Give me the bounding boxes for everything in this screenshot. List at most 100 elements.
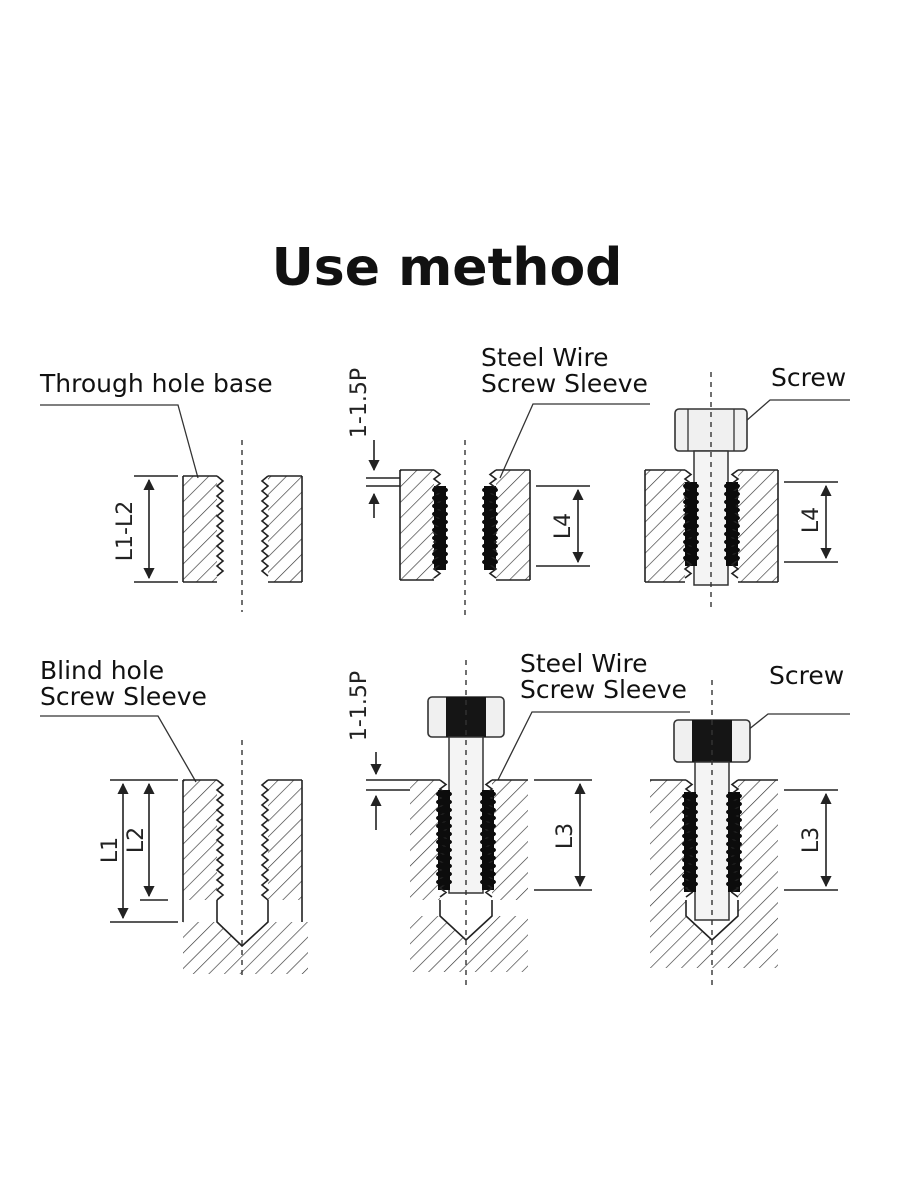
coil-turn xyxy=(432,558,448,566)
leader-line xyxy=(40,404,199,479)
coil-turn xyxy=(682,840,698,848)
coil-turn xyxy=(480,790,496,798)
coil-turn xyxy=(480,846,496,854)
panel-through-sleeve: Steel Wire Screw Sleeve 1-1.5P L4 xyxy=(347,343,650,615)
label-through-hole-base: Through hole base xyxy=(39,369,273,398)
wall-left xyxy=(410,780,440,900)
coil-turn xyxy=(726,832,742,840)
coil-turn xyxy=(482,526,498,534)
coil-turn xyxy=(436,870,452,878)
wall-left xyxy=(400,470,434,580)
coil-turn xyxy=(683,482,699,490)
coil-turn xyxy=(436,846,452,854)
coil-turn xyxy=(724,482,740,490)
coil-turn xyxy=(436,822,452,830)
coil-turn xyxy=(682,856,698,864)
coil-turn xyxy=(480,878,496,886)
wall-right xyxy=(268,780,302,900)
coil-turn xyxy=(683,498,699,506)
coil-turn xyxy=(480,806,496,814)
wall-right xyxy=(496,470,530,580)
coil-turn xyxy=(724,506,740,514)
coil-turn xyxy=(724,498,740,506)
wall-right xyxy=(268,476,302,582)
dimension-l3: L3 xyxy=(799,827,824,853)
dimension-l4: L4 xyxy=(551,513,576,539)
coil-turn xyxy=(726,816,742,824)
coil-turn xyxy=(726,864,742,872)
coil-turn xyxy=(436,854,452,862)
coil-turn xyxy=(482,542,498,550)
coil-turn xyxy=(436,806,452,814)
page-title: Use method xyxy=(272,238,623,298)
thread-profile xyxy=(215,475,225,577)
coil-turn xyxy=(480,870,496,878)
dimension-l3: L3 xyxy=(553,823,578,849)
coil-turn xyxy=(436,814,452,822)
coil-turn xyxy=(436,798,452,806)
coil-turn xyxy=(482,518,498,526)
coil-turn xyxy=(432,526,448,534)
dimension-l4: L4 xyxy=(799,507,824,533)
coil-turn xyxy=(726,856,742,864)
coil-turn xyxy=(726,848,742,856)
coil-turn xyxy=(682,800,698,808)
coil-turn xyxy=(482,486,498,494)
dimension-l1: L1 xyxy=(98,837,123,863)
coil-turn xyxy=(432,510,448,518)
coil-turn xyxy=(432,502,448,510)
blind-bottom xyxy=(410,916,528,972)
coil-turn xyxy=(482,502,498,510)
panel-blind-screw: Screw L3 xyxy=(650,661,850,985)
panel-through-hole-base: Through hole base L1-L2 xyxy=(39,369,303,612)
wall-right xyxy=(738,780,778,916)
coil-turn xyxy=(683,514,699,522)
panel-blind-sleeve: Steel Wire Screw Sleeve 1-1.5P L3 xyxy=(347,649,690,985)
coil-turn xyxy=(683,530,699,538)
coil-turn xyxy=(480,854,496,862)
coil-turn xyxy=(724,554,740,562)
coil-turn xyxy=(432,518,448,526)
label-screw-sleeve-3: Screw Sleeve xyxy=(520,675,687,704)
coil-turn xyxy=(724,530,740,538)
wall-left xyxy=(645,470,685,582)
coil-turn xyxy=(724,522,740,530)
coil-turn xyxy=(432,494,448,502)
coil-turn xyxy=(682,832,698,840)
coil-turn xyxy=(436,838,452,846)
panel-through-screw: Screw L4 xyxy=(644,363,850,612)
coil-turn xyxy=(682,816,698,824)
coil-turn xyxy=(683,506,699,514)
coil-turn xyxy=(724,538,740,546)
wall-left xyxy=(183,780,217,900)
label-steel-wire-2: Steel Wire xyxy=(520,649,648,678)
coil-turn xyxy=(480,862,496,870)
coil-turn xyxy=(724,546,740,554)
coil-turn xyxy=(436,790,452,798)
coil-turn xyxy=(726,808,742,816)
coil-turn xyxy=(682,808,698,816)
wall-left xyxy=(183,476,217,582)
label-steel-wire-1: Steel Wire xyxy=(481,343,609,372)
coil-turn xyxy=(726,800,742,808)
leader-line xyxy=(497,711,690,781)
coil-turn xyxy=(726,792,742,800)
coil-turn xyxy=(726,824,742,832)
leader-line xyxy=(737,399,850,429)
coil-turn xyxy=(432,550,448,558)
blind-bottom xyxy=(183,922,308,974)
coil-turn xyxy=(482,510,498,518)
thread-profile xyxy=(215,779,225,901)
leader-line xyxy=(499,403,650,479)
thread-profile xyxy=(260,475,270,577)
coil-turn xyxy=(480,798,496,806)
leader-line xyxy=(737,713,850,739)
wall-right xyxy=(492,780,528,900)
coil-turn xyxy=(482,550,498,558)
coil-turn xyxy=(683,546,699,554)
label-screw-1: Screw xyxy=(771,363,846,392)
gap-label: 1-1.5P xyxy=(347,368,372,438)
coil-turn xyxy=(683,554,699,562)
leader-line xyxy=(40,715,197,783)
